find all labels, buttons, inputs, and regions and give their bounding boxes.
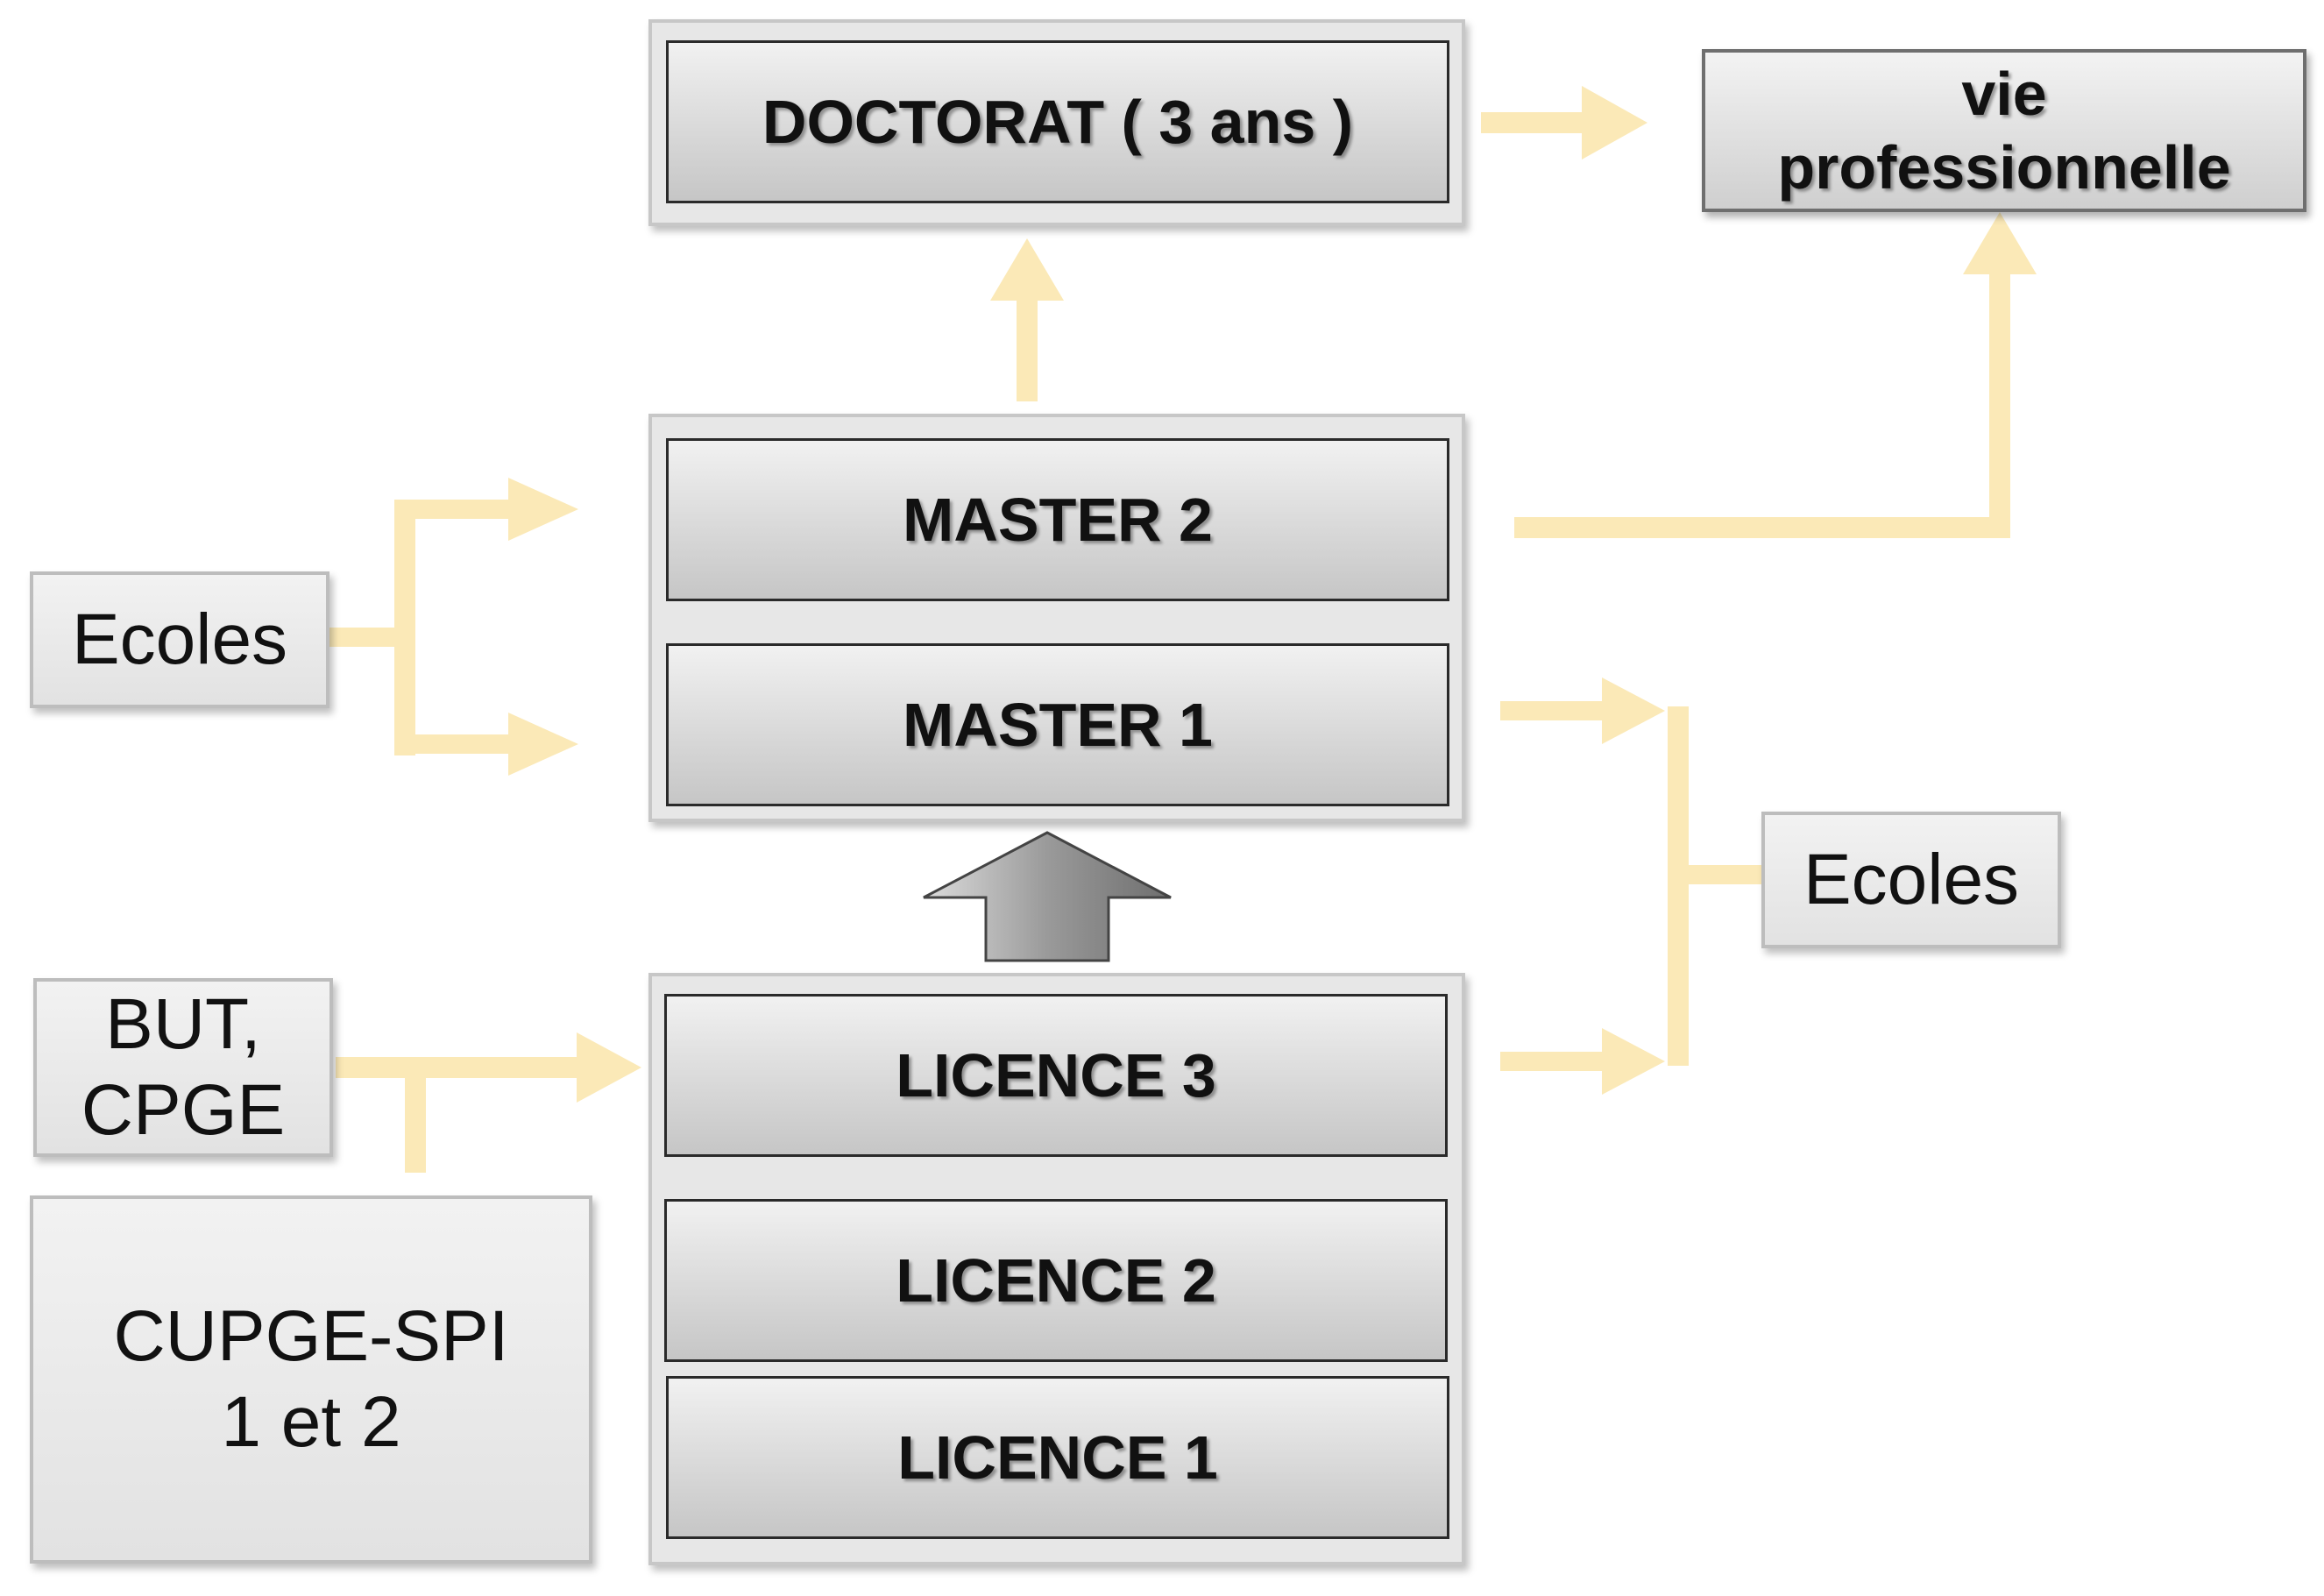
licence3-box[interactable]: LICENCE 3 [664,994,1448,1157]
licence3-label: LICENCE 3 [896,1041,1216,1110]
ecoles-right-label: Ecoles [1803,839,2020,919]
licence1-label: LICENCE 1 [897,1423,1218,1492]
but-label-line2: CPGE [81,1070,286,1150]
arrow-master-to-doctorat [990,238,1064,401]
licence2-label: LICENCE 2 [896,1246,1216,1315]
bracket-ecoles-left [329,478,578,776]
arrow-licence-to-master [923,831,1172,962]
doctorat-box[interactable]: DOCTORAT ( 3 ans ) [666,40,1449,203]
ecoles-left-label: Ecoles [71,599,288,679]
cupge-spi-box[interactable]: CUPGE-SPI 1 et 2 [30,1195,592,1564]
connector-arrows [329,86,2037,1173]
doctorat-label: DOCTORAT ( 3 ans ) [762,88,1354,156]
but-cpge-box[interactable]: BUT, CPGE [33,978,333,1157]
but-label-line1: BUT, [105,983,261,1064]
ecoles-left-box[interactable]: Ecoles [30,571,329,708]
arrow-master-to-vie [1514,212,2037,538]
bracket-ecoles-right [1500,677,1762,1095]
licence1-box[interactable]: LICENCE 1 [666,1376,1449,1539]
cupge-label-line1: CUPGE-SPI [113,1295,509,1376]
vie-professionnelle-box[interactable]: vie professionnelle [1702,49,2306,212]
arrow-but-to-licence3 [336,1032,641,1173]
ecoles-right-box[interactable]: Ecoles [1761,812,2061,948]
vie-label-line1: vie [1961,60,2047,128]
arrow-doctorat-to-vie [1481,86,1647,160]
master1-label: MASTER 1 [903,691,1213,759]
master2-box[interactable]: MASTER 2 [666,438,1449,601]
master1-box[interactable]: MASTER 1 [666,643,1449,806]
vie-label-line2: professionnelle [1777,133,2231,202]
licence2-box[interactable]: LICENCE 2 [664,1199,1448,1362]
master2-label: MASTER 2 [903,486,1213,554]
cupge-label-line2: 1 et 2 [221,1382,401,1462]
